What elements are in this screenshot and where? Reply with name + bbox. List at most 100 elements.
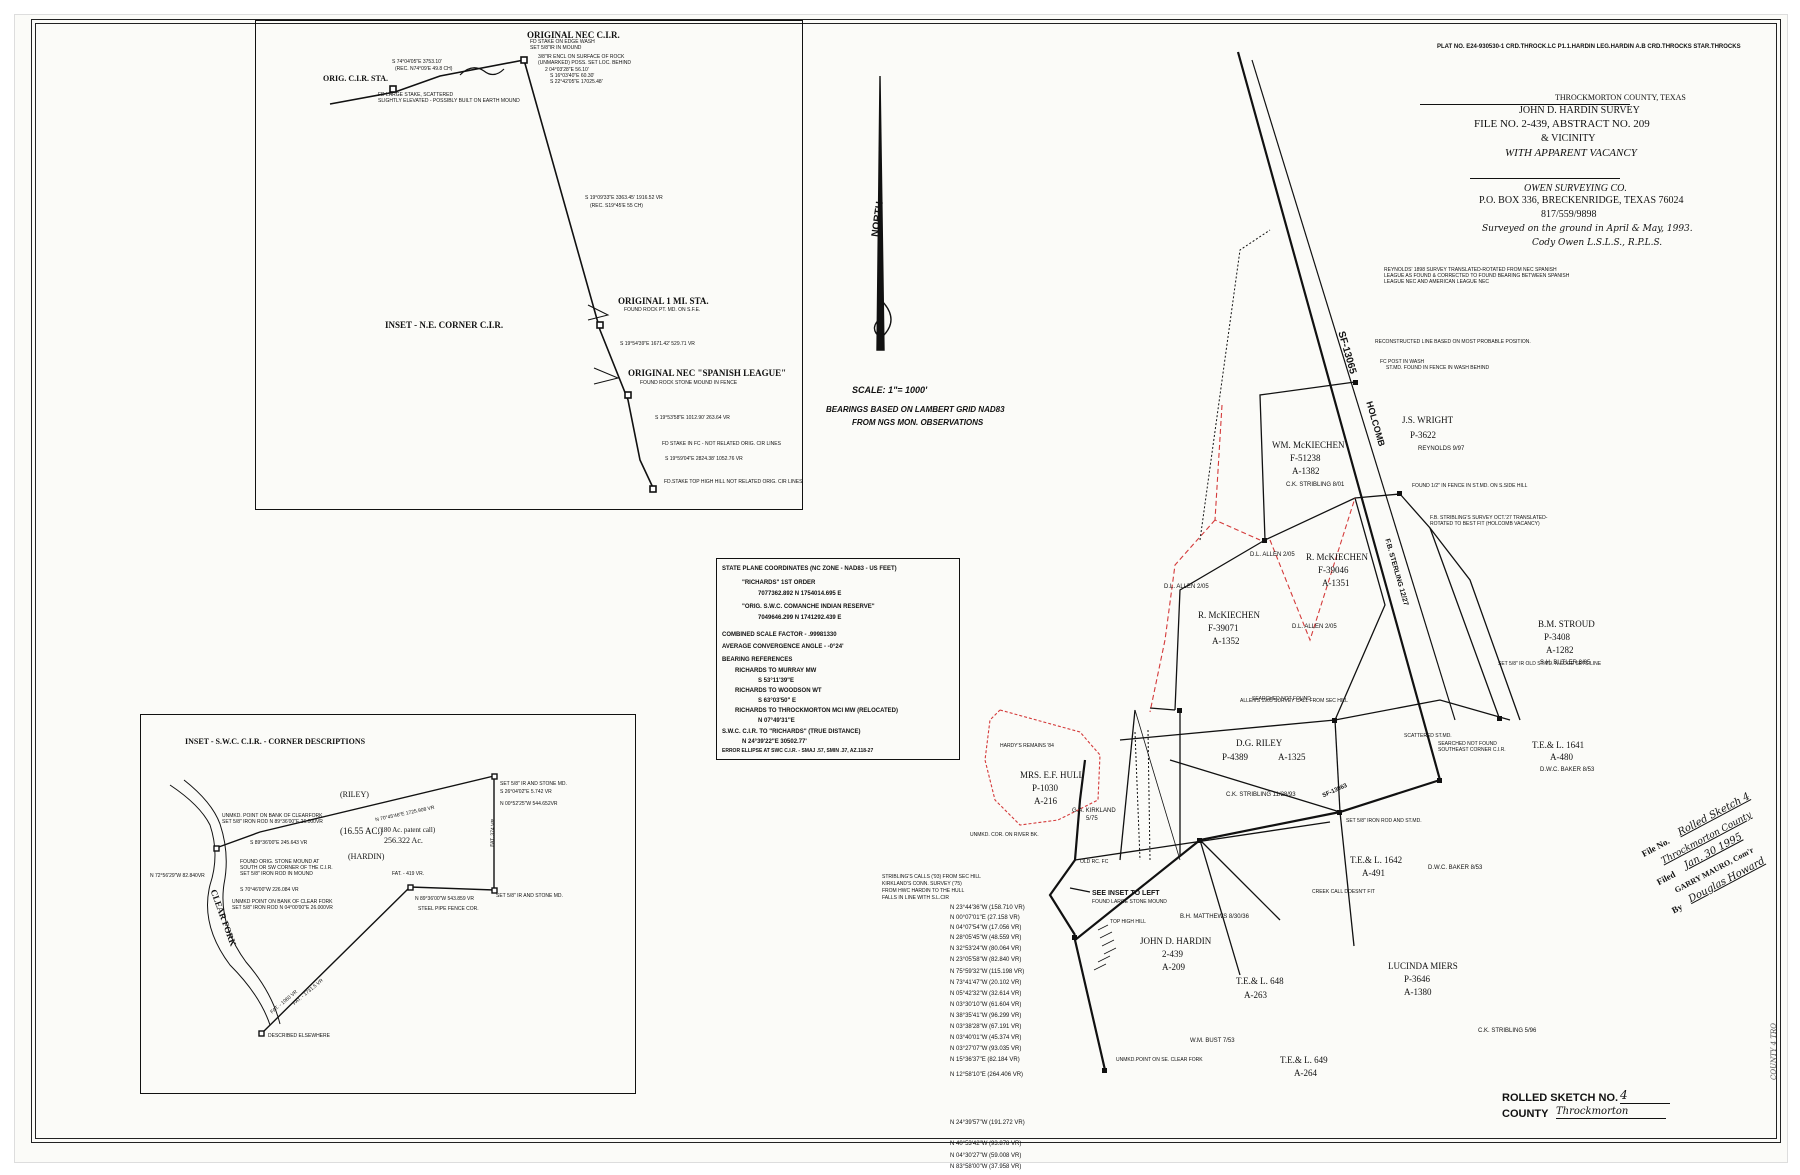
note-allen-1905: ALLEN'S 1905 SURVEY CALL FROM SEC HILL [1240,698,1348,704]
inset-ne-note: FD.STAKE TOP HIGH HILL NOT RELATED ORIG.… [664,479,803,485]
bearing-call: N 04°30'27"W (59.008 VR) [950,1153,1022,1159]
note-hardy: HARDY'S REMAINS '84 [1000,743,1054,749]
bearing-call: N 32°53'24"W (80.064 VR) [950,946,1022,952]
sw-inset-tract [215,775,495,1034]
inset-sw-acres2: (180 Ac. patent call) [378,826,436,834]
bearing-call: N 03°27'07"W (93.035 VR) [950,1046,1022,1052]
coords-r-murray: RICHARDS TO MURRAY MW [735,668,817,674]
coords-swc-to-v: N 24°39'22"E 30502.77' [742,739,807,745]
note-fc-post-2: ST.MD. FOUND IN FENCE IN WASH BEHIND [1386,365,1490,371]
inset-ne-note: (UNMARKED) POSS. SET LOC. BEHIND [538,60,631,66]
label-tel-1642: T.E.& L. 1642 [1350,855,1403,865]
label-mckiechen-2-a: A-1351 [1322,578,1350,588]
label-found-stone: FOUND LARGE STONE MOUND [1092,899,1167,905]
hill-hatch [1093,924,1117,971]
rolled-sketch-label: ROLLED SKETCH NO. [1502,1092,1619,1104]
inset-ne-note: FD LARGE STAKE, SCATTERED [378,92,454,98]
mckiechen-tract [1259,381,1401,542]
inset-sw-desc: SET 5/8" IR AND STONE MD. [496,893,563,899]
label-mckiechen-1-f: F-51238 [1290,453,1321,463]
label-tel-649-a: A-264 [1294,1068,1317,1078]
inset-ne-note: 2 04°03'28"E 56.10' [545,67,589,73]
label-tel-649: T.E.& L. 649 [1280,1055,1328,1065]
inset-sw-desc: STEEL PIPE FENCE COR. [418,906,479,912]
label-dl-allen-1: D.L. ALLEN 2/05 [1250,552,1295,558]
inset-ne-note: SLIGHTLY ELEVATED - POSSIBLY BUILT ON EA… [378,98,520,104]
coords-r-woodson: RICHARDS TO WOODSON WT [735,688,822,694]
bearing-call: N 24°39'57"W (191.272 VR) [950,1120,1025,1126]
note-from-hc: FROM HWC HARDIN TO THE HULL [882,888,965,894]
inset-ne-title: INSET - N.E. CORNER C.I.R. [385,320,504,330]
coords-swc-to: S.W.C. C.I.R. TO "RICHARDS" (TRUE DISTAN… [722,729,861,735]
inset-sw-desc: S 89°36'00"E 245.643 VR [250,840,308,846]
inset-ne-note: (REC. N74°09'E 49.8 CH) [395,66,453,72]
inset-sw-title: INSET - S.W.C. C.I.R. - CORNER DESCRIPTI… [185,737,366,746]
stamp-filed-label: Filed [1655,869,1677,888]
note-fc-post: FC POST IN WASH [1380,359,1425,365]
bearing-call: N 75°59'32"W (115.198 VR) [950,969,1025,975]
inset-sw-desc: N 00°52'25"W 544.652VR [500,801,558,807]
county-value: Throckmorton [1556,1106,1666,1119]
inset-sw-desc: SET 5/8" IRON ROD IN MOUND [240,871,313,877]
plat-sheet [14,14,1788,1163]
bearing-call: N 83°58'00"W (37.958 VR) [950,1164,1022,1170]
bearing-call: N 15°36'37"E (82.184 VR) [950,1057,1020,1063]
label-ck-stribling-1: C.K. STRIBLING 8/01 [1286,482,1345,488]
label-ck-stribling-2: C.K. STRIBLING 11/28/93 [1226,792,1296,798]
inset-sw-riley: (RILEY) [340,790,369,799]
inset-sw-desc: N 89°36'00"W 543.859 VR [415,896,474,902]
label-hardin: JOHN D. HARDIN [1140,936,1212,946]
inset-ne-note: S 19°59'04"E 2824.38' 1052.76 VR [665,456,743,462]
title-company: OWEN SURVEYING CO. [1524,183,1627,194]
inset-sw-desc: UNMKD POINT ON BANK OF CLEAR FORK [232,899,333,905]
inset-ne-orig-1mi: ORIGINAL 1 MI. STA. [618,296,709,306]
label-js-wright-p: P-3622 [1410,430,1437,440]
bearing-call: N 03°40'01"W (45.374 VR) [950,1035,1022,1041]
rolled-sketch-number: 4 [1620,1088,1670,1104]
label-mckiechen-1-a: A-1382 [1292,466,1320,476]
coords-richards-value: 7077362.892 N 1754014.695 E [758,591,842,597]
inset-sw-desc: DESCRIBED ELSEWHERE [268,1033,330,1039]
coords-error: ERROR ELLIPSE AT SWC C.I.R. - SMAJ .57, … [722,748,874,754]
ne-inset-cir-line [329,59,525,105]
title-vacancy: WITH APPARENT VACANCY [1505,147,1637,159]
coords-r-woodson-v: S 63°03'50" E [758,698,797,704]
coords-bearing-refs: BEARING REFERENCES [722,657,793,663]
label-tel-1641: T.E.& L. 1641 [1532,740,1585,750]
label-kirkland: G.A. KIRKLAND [1072,808,1116,814]
title-surveyed: Surveyed on the ground in April & May, 1… [1482,224,1693,234]
inset-ne-note: 3/8"IR ENCL ON SURFACE OF ROCK [538,54,625,60]
bearing-call: N 28°05'45"W (48.559 VR) [950,935,1022,941]
coords-r-throck-v: N 07°49'31"E [758,718,795,724]
label-tel-1641-a: A-480 [1550,752,1573,762]
bearing-call: N 73°41'47"W (20.102 VR) [950,980,1022,986]
inset-ne-note: FOUND ROCK STONE MOUND IN FENCE [640,380,738,386]
plat-number: PLAT NO. E24-930530-1 CRD.THROCK.LC P1.1… [1437,44,1741,50]
inset-sw-desc: UNMKD. POINT ON BANK OF CLEARFORK [222,813,323,819]
title-signature: Cody Owen L.S.L.S., R.P.L.S. [1532,238,1663,248]
bearing-call: N 12°58'10"E (264.406 VR) [950,1072,1024,1078]
side-tally: COUNTY 4 TRO [1770,1023,1778,1080]
label-tel-648-a: A-263 [1244,990,1267,1000]
label-hull-p: P-1030 [1032,783,1059,793]
label-js-wright: J.S. WRIGHT [1402,415,1454,425]
label-tel-648: T.E.& L. 648 [1236,976,1284,986]
coords-r-murray-v: S 53°11'39"E [758,678,795,684]
inset-ne-orig-nec: ORIGINAL NEC C.I.R. [527,30,620,40]
label-dwc-baker-2: D.W.C. BAKER 8/53 [1428,865,1483,871]
label-hardin-a: A-209 [1162,962,1185,972]
inset-ne-note: S 19°09'33"E 3363.45' 1916.52 VR [585,195,663,201]
coords-scale-factor: COMBINED SCALE FACTOR - .99981330 [722,632,837,638]
inset-ne-box [255,20,803,510]
inset-ne-note: FD STAKE ON EDGE WASH [530,39,595,45]
label-bh-matthews: B.H. MATTHEWS 8/30/36 [1180,914,1249,920]
note-kirkland-conn: KIRKLAND'S CONN. SURVEY ('75) [882,881,962,887]
bearing-call: N 05°42'32"W (32.614 VR) [950,991,1022,997]
inset-ne-note: FD STAKE IN FC - NOT RELATED ORIG. CIR L… [662,441,781,447]
label-hardin-n: 2-439 [1162,949,1183,959]
label-hull-a: A-216 [1034,796,1057,806]
label-dwc-baker-1: D.W.C. BAKER 8/53 [1540,767,1595,773]
outer-border [31,19,1781,1143]
coords-richards-label: "RICHARDS" 1ST ORDER [742,580,816,586]
label-wm-bust: W.M. BUST 7/53 [1190,1038,1235,1044]
